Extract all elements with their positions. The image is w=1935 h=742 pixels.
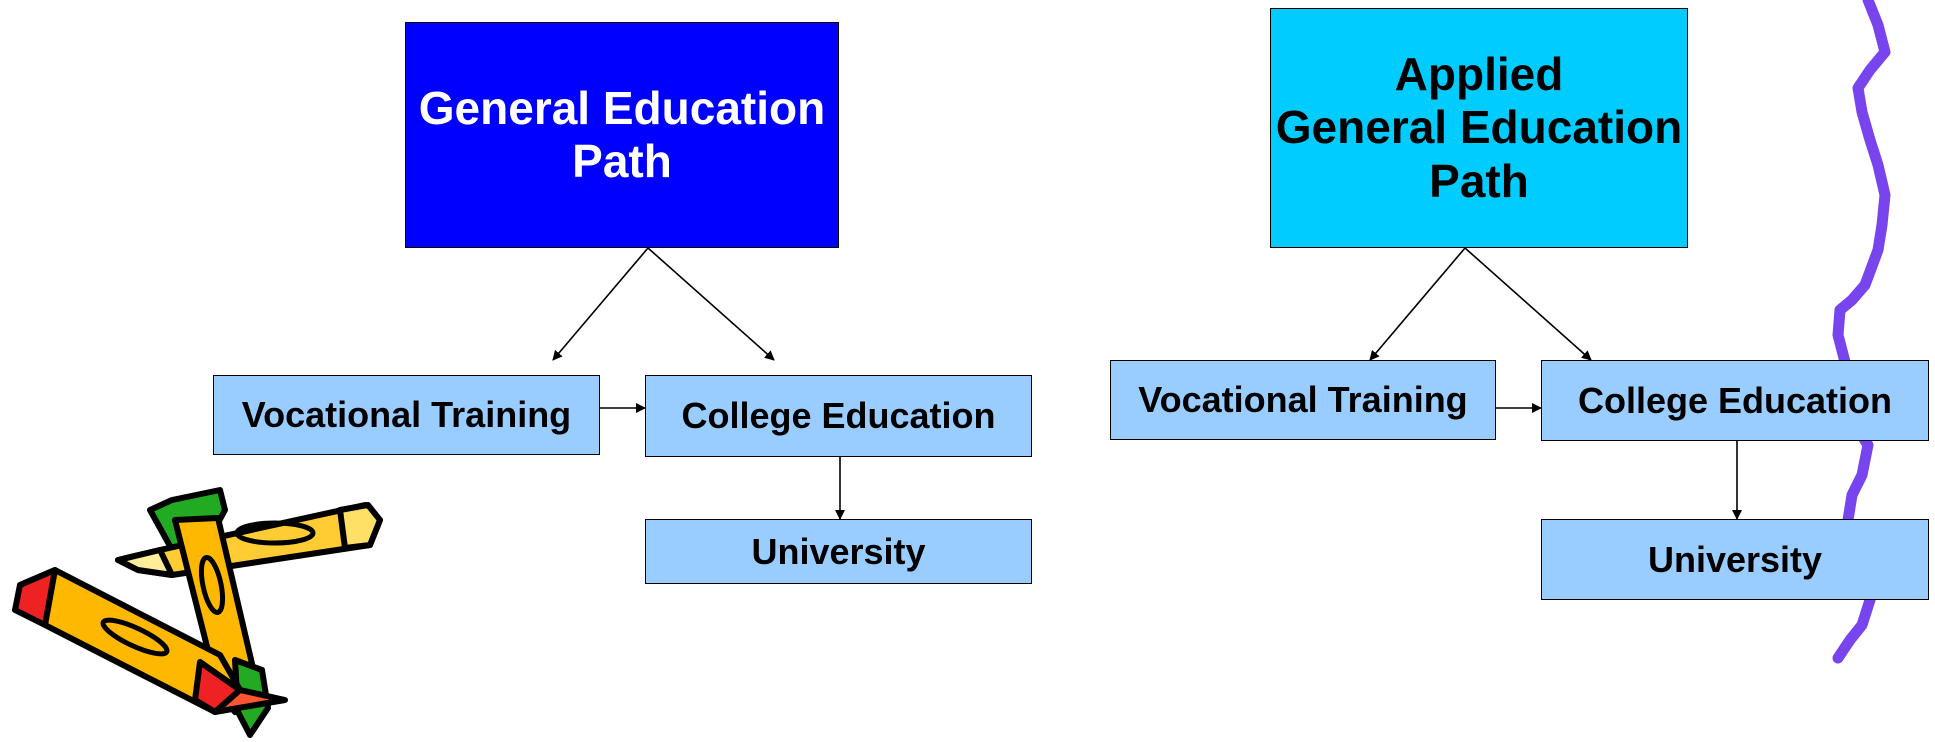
node-label: College Education — [1577, 379, 1893, 421]
title-line: General Education — [418, 81, 826, 134]
connector-title-to-college — [647, 247, 775, 361]
applied-general-education-path-title: Applied General Education Path — [1270, 8, 1688, 248]
title-line: General Education — [1275, 101, 1683, 154]
connector-title-to-college — [1464, 247, 1592, 361]
university-node: University — [1541, 519, 1929, 600]
university-node: University — [645, 519, 1032, 584]
node-label: University — [751, 530, 926, 572]
node-label: College Education — [681, 395, 996, 437]
node-label: University — [1647, 538, 1823, 580]
vocational-training-node: Vocational Training — [213, 375, 600, 455]
title-line: Path — [572, 135, 672, 187]
college-education-node: College Education — [1541, 360, 1929, 441]
connector-title-to-vocational — [552, 247, 649, 361]
vocational-training-node: Vocational Training — [1110, 360, 1496, 440]
node-label: Vocational Training — [241, 394, 572, 436]
connector-title-to-vocational — [1369, 247, 1466, 361]
title-line: Applied — [1394, 47, 1564, 100]
node-label: Vocational Training — [1138, 379, 1468, 421]
college-education-node: College Education — [645, 375, 1032, 457]
general-education-path-title: General Education Path — [405, 22, 839, 248]
title-line: Path — [1429, 154, 1529, 207]
crayons-icon — [12, 487, 383, 738]
